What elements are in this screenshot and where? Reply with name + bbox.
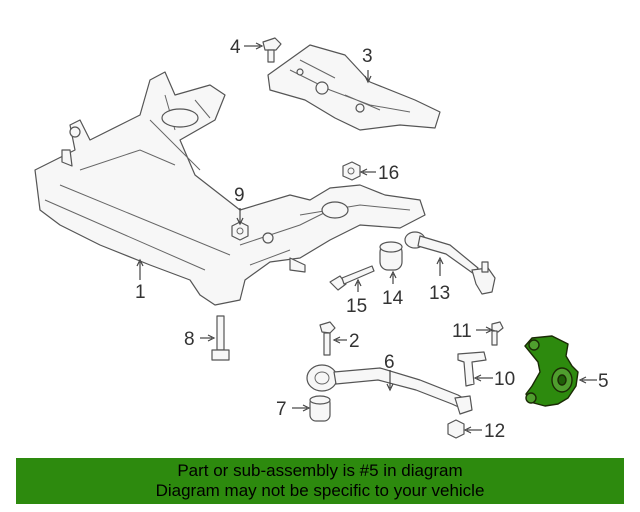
banner-line-2: Diagram may not be specific to your vehi…	[155, 481, 485, 500]
callout-10: 10	[494, 369, 515, 390]
callout-11: 11	[452, 321, 472, 342]
part-info-banner: Part or sub-assembly is #5 in diagram Di…	[16, 458, 624, 504]
part-2-bolt	[319, 321, 336, 356]
callout-2: 2	[349, 331, 360, 352]
callout-15: 15	[346, 296, 367, 317]
part-16-nut	[342, 161, 361, 181]
callout-6: 6	[384, 352, 395, 373]
callout-4: 4	[230, 37, 241, 58]
callout-12: 12	[484, 421, 505, 442]
callout-9: 9	[234, 185, 245, 206]
callout-13: 13	[429, 283, 450, 304]
part-11-bolt	[491, 321, 504, 346]
part-13-control-arm	[404, 231, 496, 295]
leader-lines	[136, 42, 597, 434]
callout-7: 7	[276, 399, 287, 420]
part-12-nut	[447, 419, 465, 439]
callout-8: 8	[184, 329, 195, 350]
callout-16: 16	[378, 163, 399, 184]
part-10-link	[457, 351, 487, 387]
part-6-lower-arm	[306, 364, 473, 415]
part-5-knuckle-highlighted	[524, 335, 579, 407]
callout-3: 3	[362, 46, 373, 67]
callout-5: 5	[598, 371, 609, 392]
part-1-subframe	[34, 71, 426, 306]
part-4-bolt	[262, 37, 282, 63]
part-7-bushing	[309, 395, 331, 422]
part-15-bolt	[329, 265, 375, 291]
callout-1: 1	[135, 282, 146, 303]
callout-14: 14	[382, 288, 404, 309]
part-8-bolt	[211, 315, 230, 361]
part-14-bushing	[379, 241, 403, 271]
callout-labels: 1 2 3 4 5 6 7 8 9 10 11 12 13 14 15 16	[135, 37, 609, 442]
banner-line-1: Part or sub-assembly is #5 in diagram	[177, 461, 463, 480]
part-3-plate	[267, 44, 441, 131]
